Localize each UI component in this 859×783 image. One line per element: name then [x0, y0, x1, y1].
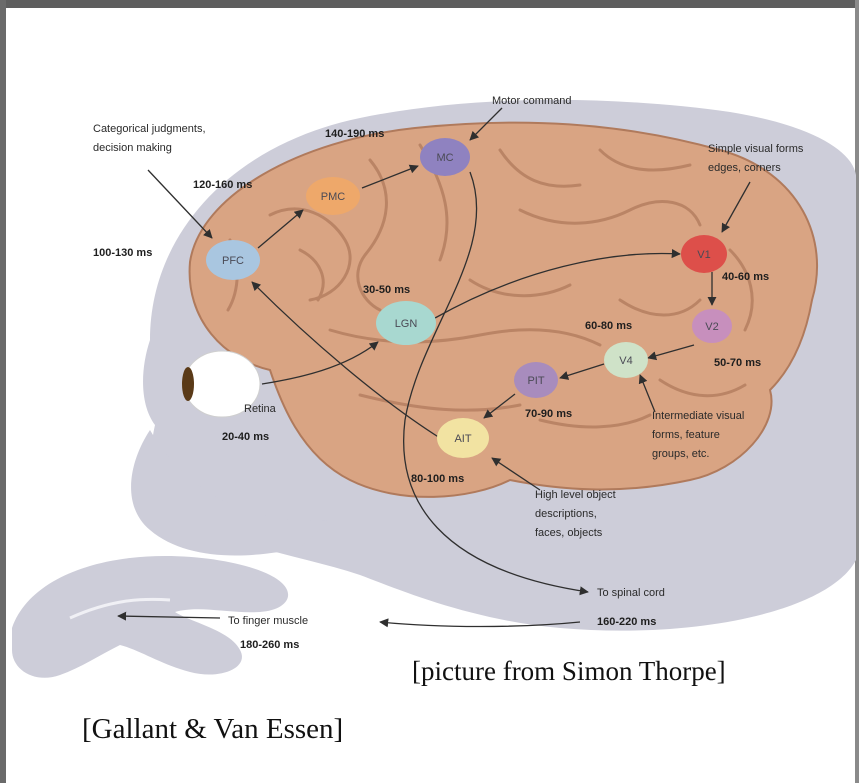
latency-pmc: 120-160 ms: [193, 179, 252, 191]
latency-v1: 40-60 ms: [722, 271, 769, 283]
area-v2: V2: [692, 309, 732, 343]
latency-pfc: 100-130 ms: [93, 247, 152, 259]
area-v1: V1: [681, 235, 727, 273]
label-motor-command: Motor command: [492, 95, 571, 107]
latency-spinal: 160-220 ms: [597, 616, 656, 628]
area-pfc-label: PFC: [222, 255, 244, 267]
area-pfc: PFC: [206, 240, 260, 280]
area-pmc: PMC: [306, 177, 360, 215]
label-retina: Retina: [244, 403, 277, 415]
area-pit-label: PIT: [527, 375, 544, 387]
latency-finger: 180-260 ms: [240, 639, 299, 651]
latency-mc: 140-190 ms: [325, 128, 384, 140]
latency-ait: 80-100 ms: [411, 473, 464, 485]
area-ait: AIT: [437, 418, 489, 458]
latency-lgn: 30-50 ms: [363, 284, 410, 296]
label-spinal-cord: To spinal cord: [597, 587, 665, 599]
label-high-line2: descriptions,: [535, 508, 597, 520]
area-lgn: LGN: [376, 301, 436, 345]
label-high-line1: High level object: [535, 489, 616, 501]
area-ait-label: AIT: [454, 433, 471, 445]
area-v2-label: V2: [705, 321, 718, 333]
label-simple-line1: Simple visual forms: [708, 143, 804, 155]
label-high-line3: faces, objects: [535, 527, 603, 539]
area-pmc-label: PMC: [321, 191, 346, 203]
label-intermediate-line2: forms, feature: [652, 429, 720, 441]
label-categorical-line1: Categorical judgments,: [93, 123, 206, 135]
latency-retina: 20-40 ms: [222, 431, 269, 443]
area-pit: PIT: [514, 362, 558, 398]
caption-gallant: [Gallant & Van Essen]: [82, 713, 343, 746]
area-mc: MC: [420, 138, 470, 176]
area-lgn-label: LGN: [395, 318, 418, 330]
area-mc-label: MC: [436, 152, 453, 164]
label-intermediate-line3: groups, etc.: [652, 448, 709, 460]
area-v4: V4: [604, 342, 648, 378]
latency-v4: 60-80 ms: [585, 320, 632, 332]
pupil: [182, 367, 194, 401]
label-intermediate-line1: Intermediate visual: [652, 410, 744, 422]
label-finger-muscle: To finger muscle: [228, 615, 308, 627]
label-categorical-line2: decision making: [93, 142, 172, 154]
latency-v2: 50-70 ms: [714, 357, 761, 369]
label-simple-line2: edges, corners: [708, 162, 781, 174]
latency-pit: 70-90 ms: [525, 408, 572, 420]
area-v4-label: V4: [619, 355, 632, 367]
area-v1-label: V1: [697, 249, 710, 261]
caption-thorpe: [picture from Simon Thorpe]: [412, 656, 726, 687]
